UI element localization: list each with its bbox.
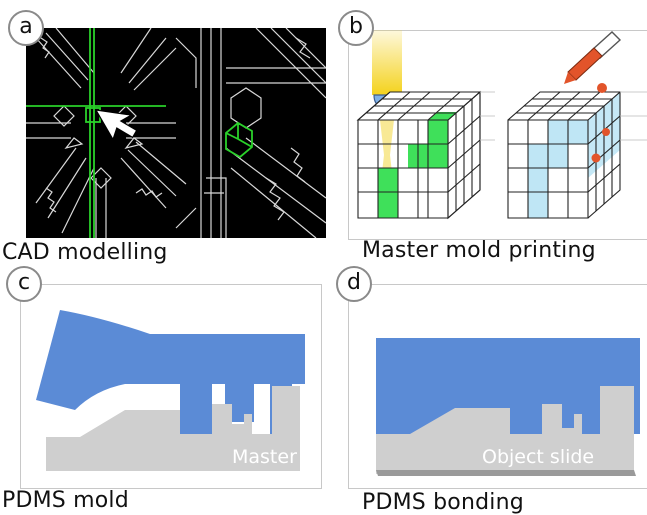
pipette-icon bbox=[564, 31, 622, 84]
printing-illustration bbox=[356, 30, 647, 220]
panel-c-badge: c bbox=[6, 266, 42, 302]
panel-d-caption: PDMS bonding bbox=[362, 490, 524, 515]
light-beam bbox=[372, 30, 402, 95]
panel-c-caption: PDMS mold bbox=[2, 488, 129, 513]
panel-c: c Master PDMS mold bbox=[0, 262, 330, 513]
pdms-bonding-illustration bbox=[376, 338, 640, 476]
panel-a-caption: CAD modelling bbox=[2, 240, 168, 265]
panel-a-badge: a bbox=[8, 10, 44, 46]
pdms-mold-illustration bbox=[36, 310, 305, 471]
cad-wireframe bbox=[26, 28, 326, 238]
mouse-pointer-icon bbox=[94, 109, 138, 141]
panel-b-badge: b bbox=[338, 10, 374, 46]
panel-b-caption: Master mold printing bbox=[362, 238, 596, 263]
resin-channel bbox=[528, 92, 620, 218]
panel-d: d Object slide PDMS bonding bbox=[330, 262, 647, 515]
panel-a: a CAD modelling bbox=[0, 0, 330, 265]
pdms-mold-shape bbox=[36, 310, 305, 434]
droplet-icon bbox=[591, 83, 610, 163]
panel-b: b Master mold printing bbox=[330, 0, 647, 263]
master-label: Master bbox=[232, 446, 297, 468]
panel-d-badge: d bbox=[336, 266, 372, 302]
cad-viewport bbox=[26, 28, 326, 238]
pdms-bonded-shape bbox=[376, 338, 640, 434]
object-slide-label: Object slide bbox=[482, 446, 595, 468]
slide-shape bbox=[376, 386, 634, 474]
master-shape bbox=[46, 386, 300, 471]
